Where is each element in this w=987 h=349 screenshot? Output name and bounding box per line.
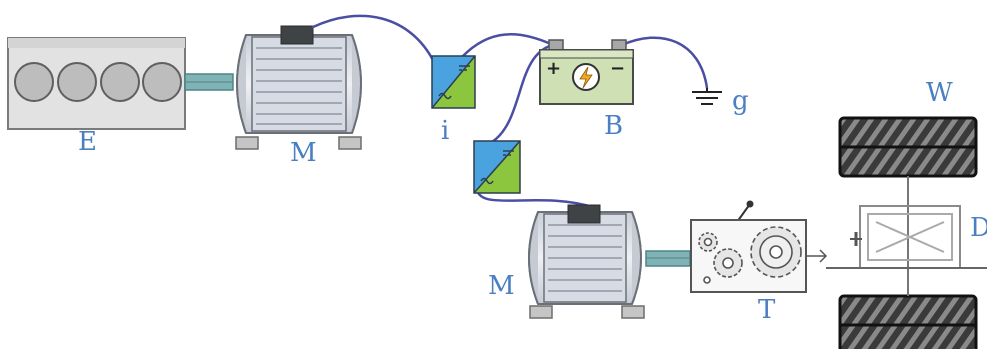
label-engine: E [78, 127, 97, 157]
label-motor-bottom: M [488, 271, 515, 301]
label-ground: g [732, 86, 749, 116]
wheel-bottom [838, 294, 978, 349]
label-battery: B [604, 111, 623, 141]
label-differential: D [970, 213, 987, 243]
motor-top-terminal-box [280, 25, 314, 45]
wire-inverter-to-battery [460, 33, 555, 59]
battery: + − [539, 39, 634, 105]
transmission [690, 200, 828, 293]
label-wheels: W [926, 78, 953, 108]
wire-inverter-bottom-to-motor [475, 188, 598, 210]
engine-cylinders [14, 62, 182, 102]
motor-bottom-terminal-box [567, 204, 601, 224]
motor-top [235, 25, 362, 150]
motor-bottom [528, 204, 645, 319]
engine [7, 37, 186, 130]
label-motor-top: M [290, 138, 317, 168]
wire-battery-to-ground [620, 36, 709, 90]
wires [311, 14, 709, 210]
battery-minus-sign: − [610, 58, 625, 79]
inverter-top [431, 55, 476, 109]
wire-motor-to-inverter [311, 14, 436, 64]
label-inverter-top: i [441, 116, 449, 146]
wheel-top [838, 116, 978, 178]
ground-icon [692, 88, 722, 105]
transmission-gears [698, 226, 802, 284]
label-transmission: T [758, 295, 776, 325]
differential [826, 176, 987, 296]
inverter-bottom [473, 140, 521, 194]
battery-plus-sign: + [546, 58, 561, 79]
